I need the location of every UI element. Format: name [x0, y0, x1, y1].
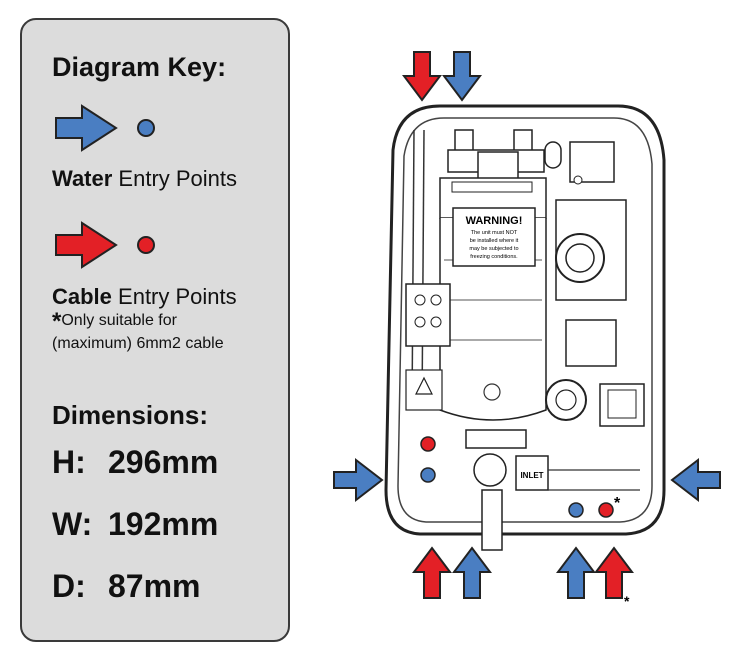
- warning-label: [452, 207, 536, 267]
- diagram-key-panel: Diagram Key: Water Entry Points Cable En…: [20, 18, 290, 642]
- keyhole-slot-icon: [544, 141, 562, 169]
- diagram-key-title: Diagram Key:: [52, 52, 227, 82]
- water-arrow-right-side: [670, 457, 721, 503]
- inlet-label: INLET: [520, 471, 543, 480]
- svg-text:be installed where it: be installed where it: [470, 238, 519, 244]
- water-arrow-top: [442, 51, 482, 102]
- electrical-warning-icon: [415, 376, 433, 395]
- cable-entry-dot-rear-left: [420, 436, 436, 452]
- svg-text:The unit must NOT: The unit must NOT: [471, 230, 518, 236]
- cable-arrow-bottom-right: [594, 546, 634, 599]
- water-legend-label: Water Entry Points: [52, 166, 238, 191]
- water-arrow-bottom-right: [556, 546, 596, 599]
- svg-text:may be subjected to: may be subjected to: [469, 246, 518, 252]
- water-arrow-bottom-left: [452, 546, 492, 599]
- water-entry-dot-icon: [137, 119, 155, 137]
- cable-legend-symbols: [55, 221, 155, 269]
- svg-text:freezing conditions.: freezing conditions.: [470, 254, 518, 260]
- inlet-fitting: [473, 453, 507, 487]
- water-entry-dot-rear-left: [420, 467, 436, 483]
- terminal-block: [405, 283, 451, 347]
- water-legend-symbols: [55, 104, 155, 152]
- cable-arrow-top: [402, 51, 442, 102]
- cable-arrow-right-icon: [55, 221, 118, 269]
- unit-inner-casing: [397, 117, 653, 523]
- dot-footnote-star: *: [614, 495, 621, 512]
- dimension-width: W:192mm: [52, 506, 219, 542]
- outlet-pipe: [481, 489, 503, 551]
- dimensions-title: Dimensions:: [52, 400, 209, 430]
- cable-entry-dot-bottom-right: [598, 502, 614, 518]
- water-entry-dot-bottom-right: [568, 502, 584, 518]
- warning-title: WARNING!: [466, 215, 523, 227]
- cable-entry-dot-icon: [137, 236, 155, 254]
- water-arrow-right-icon: [55, 104, 118, 152]
- cable-note: *Only suitable for (maximum) 6mm2 cable: [52, 308, 224, 353]
- dimension-depth: D:87mm: [52, 568, 201, 604]
- cable-arrow-bottom-left: [412, 546, 452, 599]
- water-arrow-left-side: [333, 457, 384, 503]
- dimension-height: H:296mm: [52, 444, 219, 480]
- recycle-icon: [483, 383, 501, 401]
- cable-legend-label: Cable Entry Points: [52, 284, 237, 309]
- arrow-footnote-star: *: [624, 593, 630, 609]
